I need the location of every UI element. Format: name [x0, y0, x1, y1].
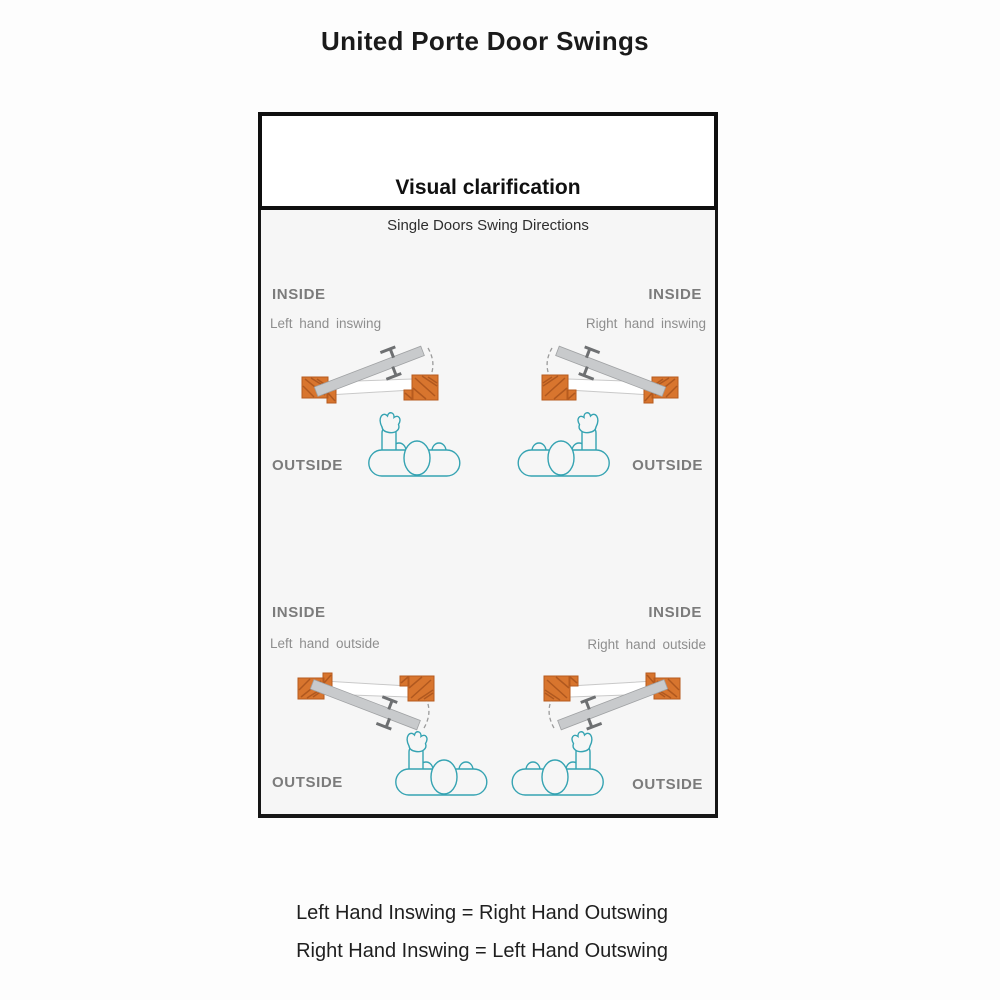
outside-label-right-inswing: OUTSIDE [632, 457, 703, 474]
visual-clarification-title: Visual clarification [395, 176, 581, 199]
inside-label-right-outswing: INSIDE [648, 604, 702, 621]
outside-label-right-outswing: OUTSIDE [632, 776, 703, 793]
visual-clarification-header: Visual clarification [258, 112, 718, 210]
outside-label-left-inswing: OUTSIDE [272, 457, 343, 474]
swing-label-left-outswing: Left hand outside [270, 636, 380, 651]
door-diagram-left-outswing [297, 669, 435, 740]
person-left-hand-inswing [368, 412, 461, 477]
door-diagram-right-outswing [543, 669, 681, 740]
swing-directions-panel: Single Doors Swing Directions INSIDE Lef… [258, 210, 718, 818]
page-title: United Porte Door Swings [321, 26, 649, 56]
inside-label-left-inswing: INSIDE [272, 286, 326, 303]
panel-subtitle: Single Doors Swing Directions [387, 217, 589, 234]
equivalence-line-1: Left Hand Inswing = Right Hand Outswing [296, 902, 668, 924]
person-left-hand-outswing [395, 731, 488, 796]
person-right-hand-outswing [511, 731, 604, 796]
inside-label-right-inswing: INSIDE [648, 286, 702, 303]
inside-label-left-outswing: INSIDE [272, 604, 326, 621]
swing-label-right-outswing: Right hand outside [587, 637, 706, 652]
door-diagram-left-inswing [301, 336, 439, 407]
equivalence-line-2: Right Hand Inswing = Left Hand Outswing [296, 940, 668, 962]
person-right-hand-inswing [517, 412, 610, 477]
swing-label-left-inswing: Left hand inswing [270, 316, 382, 331]
swing-equivalence-note: Left Hand Inswing = Right Hand Outswing … [0, 894, 964, 970]
door-diagram-right-inswing [541, 336, 679, 407]
outside-label-left-outswing: OUTSIDE [272, 774, 343, 791]
swing-label-right-inswing: Right hand inswing [585, 316, 706, 331]
